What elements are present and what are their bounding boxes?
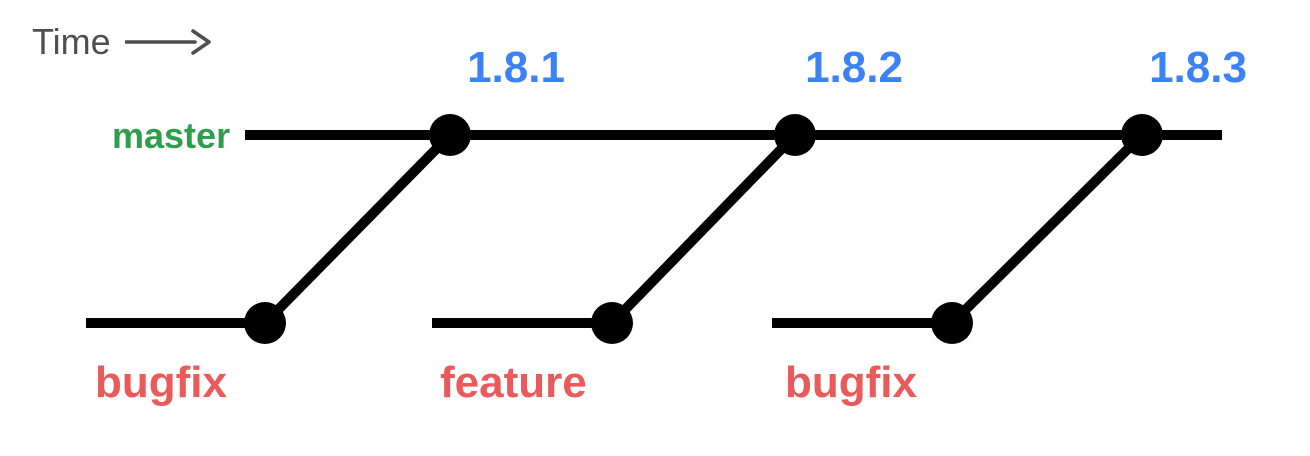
release-commit-dot	[1121, 114, 1163, 156]
merge-line	[261, 131, 454, 327]
release-commit-dot	[774, 114, 816, 156]
right-arrow-icon	[124, 29, 211, 55]
release-version-label: 1.8.1	[467, 43, 565, 92]
release-version-label: 1.8.3	[1149, 43, 1247, 92]
time-label: Time	[32, 21, 111, 62]
branch-commit-dot	[244, 302, 286, 344]
branch-label: bugfix	[95, 358, 227, 407]
branch-label: feature	[440, 358, 587, 407]
master-branch-label: master	[112, 115, 231, 156]
merge-line	[608, 131, 799, 327]
release-commit-dot	[429, 114, 471, 156]
branch-commit-dot	[591, 302, 633, 344]
time-indicator: Time	[32, 22, 213, 62]
release-version-label: 1.8.2	[805, 43, 903, 92]
merge-line	[948, 131, 1146, 327]
branch-commit-dot	[931, 302, 973, 344]
branch-label: bugfix	[785, 358, 917, 407]
